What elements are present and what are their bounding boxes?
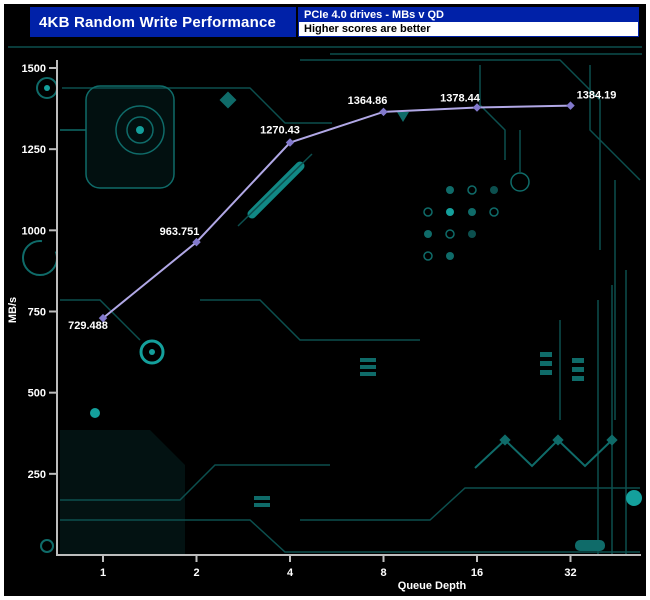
x-tick-label: 4 [287,567,294,579]
data-point-label: 729.488 [68,320,108,332]
x-tick-label: 32 [564,567,576,579]
x-tick-label: 2 [193,567,199,579]
circuit-board-background [8,46,642,556]
circuit-diagonal-pill [237,153,313,227]
data-point [379,107,388,117]
chart-subtitle: PCIe 4.0 drives - MBs v QD [299,8,638,22]
circuit-mid-shapes [60,91,530,418]
data-point [285,138,295,147]
data-point [192,237,201,247]
y-tick-label: 750 [28,307,46,319]
x-tick-label: 16 [471,567,483,579]
data-point-label: 1364.86 [348,95,388,107]
x-tick-label: 8 [380,567,386,579]
y-tick-label: 1250 [22,144,46,156]
data-point [98,313,108,323]
circuit-dot-grid [423,185,499,261]
x-tick-label: 1 [100,567,106,579]
x-axis-title: Queue Depth [398,580,467,592]
y-tick-label: 250 [28,469,46,481]
circuit-traces-top [8,46,642,420]
y-tick-label: 500 [28,388,46,400]
data-point-label: 1378.44 [440,92,481,104]
circuit-right-bundle [540,270,627,556]
data-point-label: 963.751 [160,226,200,238]
circuit-bottom [40,430,642,556]
circuit-left-target [22,77,175,276]
chart-note: Higher scores are better [299,22,638,36]
y-tick-label: 1000 [22,225,46,237]
y-tick-label: 1500 [22,63,46,75]
data-point-label: 1384.19 [577,90,617,102]
chart-subtitles: PCIe 4.0 drives - MBs v QD Higher scores… [298,7,639,37]
data-point [472,103,482,112]
data-point [566,101,575,110]
series-line [102,104,571,319]
chart-title: 4KB Random Write Performance [30,7,296,37]
y-axis-title: MB/s [7,297,19,323]
data-point-label: 1270.43 [260,125,300,137]
chart-header: 4KB Random Write Performance PCIe 4.0 dr… [30,7,639,37]
